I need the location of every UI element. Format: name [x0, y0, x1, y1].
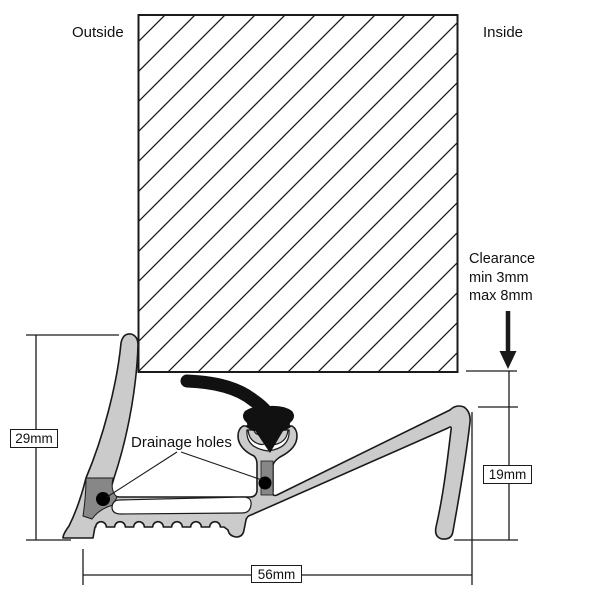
- door-section: [137, 14, 459, 373]
- door-hatched-rect: [137, 14, 459, 373]
- clearance-note-line1: Clearance: [469, 251, 536, 267]
- outside-label: Outside: [72, 24, 124, 41]
- drainage-holes-label: Drainage holes: [131, 434, 232, 451]
- leader-line-left: [106, 451, 178, 498]
- seal-anchor: [243, 405, 294, 431]
- clearance-note-line2: min 3mm: [469, 269, 529, 286]
- drainage-hole-stem: [258, 476, 272, 490]
- dimension-lines: [26, 311, 518, 585]
- leader-line-right: [180, 451, 263, 481]
- clearance-note: Clearance min 3mm max 8mm: [469, 250, 535, 306]
- weather-seal: [180, 374, 294, 453]
- drainage-hole-outer: [96, 492, 110, 506]
- clearance-note-line3: max 8mm: [469, 288, 533, 304]
- seal-arrow-tip: [252, 426, 286, 453]
- dimension-label-19mm: 19mm: [483, 465, 532, 484]
- clearance-arrow-head-icon: [499, 351, 517, 369]
- inside-label: Inside: [483, 24, 524, 41]
- leader-lines: [106, 451, 263, 498]
- dimension-label-56mm: 56mm: [251, 565, 302, 583]
- dimension-label-29mm: 29mm: [10, 429, 58, 448]
- base-cavity: [111, 496, 252, 515]
